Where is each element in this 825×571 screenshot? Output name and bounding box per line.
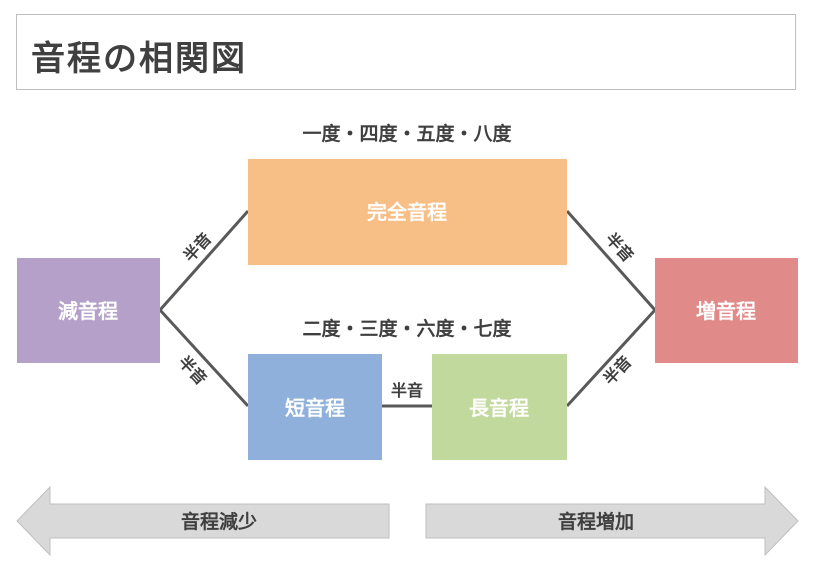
increase-arrow (425, 485, 799, 557)
box-minor-label: 短音程 (285, 396, 345, 420)
line-dim-to-minor (158, 308, 250, 408)
line-dim-to-perfect (158, 210, 250, 311)
box-diminished (17, 258, 160, 363)
page-title: 音程の相関図 (31, 39, 247, 79)
box-perfect-label: 完全音程 (367, 200, 447, 224)
step-label-perfect-to-aug: 半音 (602, 229, 638, 266)
decrease-arrow-label: 音程減少 (181, 510, 257, 533)
title-box: 音程の相関図 (16, 14, 796, 90)
decrease-arrow (16, 485, 390, 557)
line-major-to-aug (565, 308, 657, 408)
line-perfect-to-aug (565, 210, 657, 311)
box-augmented (655, 258, 798, 363)
minor-major-intervals-label: 二度・三度・六度・七度 (302, 317, 512, 340)
box-minor (248, 354, 382, 460)
step-label-major-to-aug: 半音 (600, 352, 636, 388)
box-diminished-label: 減音程 (58, 299, 118, 323)
box-perfect (248, 159, 567, 265)
box-major (432, 354, 567, 460)
increase-arrow-label: 音程増加 (558, 510, 634, 533)
step-label-minor-to-major: 半音 (391, 381, 423, 400)
connector-lines (158, 210, 657, 408)
step-label-dim-to-perfect: 半音 (180, 229, 216, 266)
perfect-intervals-label: 一度・四度・五度・八度 (302, 122, 512, 145)
box-augmented-label: 増音程 (696, 299, 756, 323)
box-major-label: 長音程 (469, 396, 529, 420)
